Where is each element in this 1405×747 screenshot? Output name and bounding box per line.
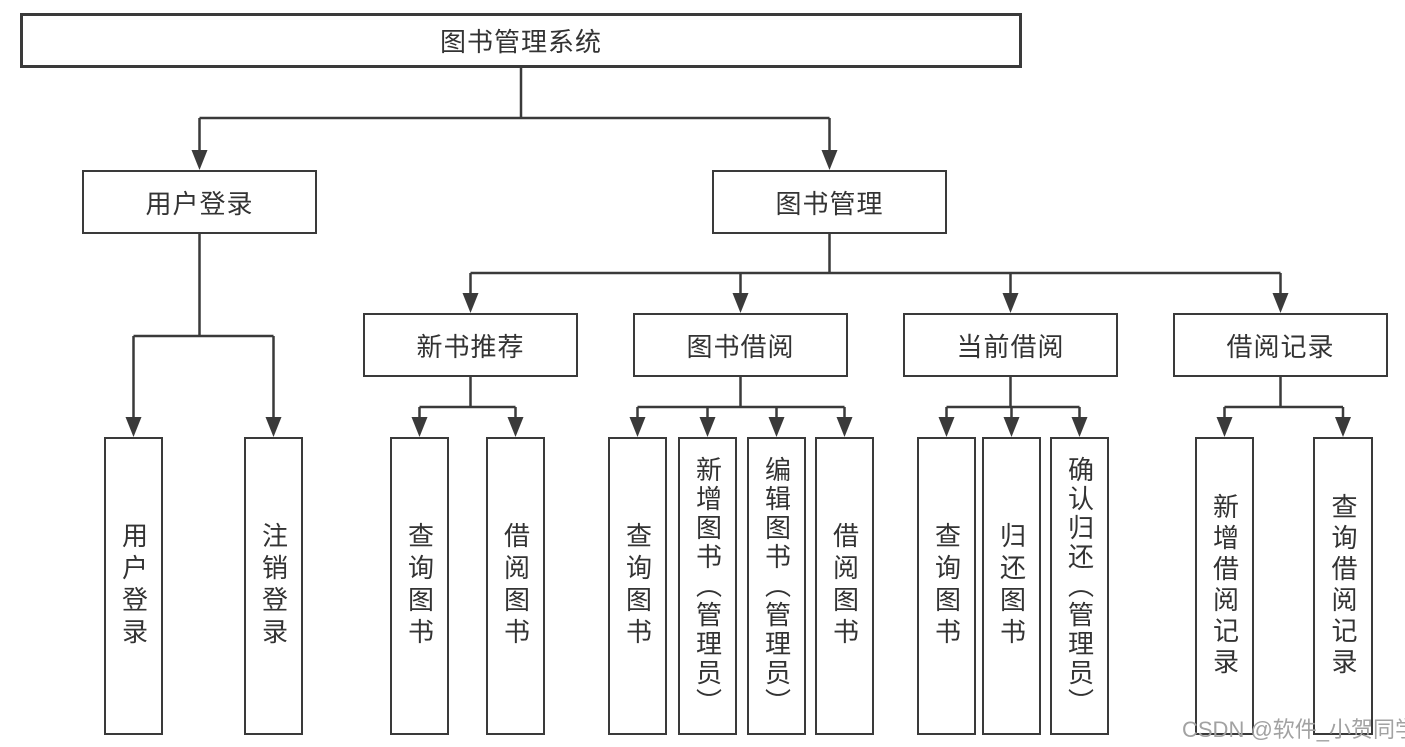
leaf-query-books-current: 查询图书 xyxy=(917,437,976,735)
node-root-label: 图书管理系统 xyxy=(439,27,602,57)
node-current-borrowing-label: 当前借阅 xyxy=(956,331,1065,362)
node-root: 图书管理系统 xyxy=(20,13,1022,68)
leaf-user-login: 用户登录 xyxy=(104,437,163,735)
node-book-borrowing: 图书借阅 xyxy=(633,313,848,377)
leaf-logout: 注销登录 xyxy=(244,437,303,735)
leaf-user-login-label: 用户登录 xyxy=(118,522,149,650)
leaf-confirm-return-admin-label: 确认归还（管理员） xyxy=(1064,455,1095,717)
node-new-book-recommendation-label: 新书推荐 xyxy=(416,331,525,362)
edges-root-to-level2 xyxy=(191,67,838,170)
leaf-query-books-borrowing: 查询图书 xyxy=(608,437,667,735)
edges-book-management-to-children xyxy=(462,234,1289,313)
node-user-login-label: 用户登录 xyxy=(145,188,254,219)
node-book-borrowing-label: 图书借阅 xyxy=(686,331,795,362)
leaf-logout-label: 注销登录 xyxy=(258,522,289,650)
leaf-confirm-return-admin: 确认归还（管理员） xyxy=(1050,437,1109,735)
leaf-add-book-admin: 新增图书（管理员） xyxy=(678,437,737,735)
leaf-borrow-books-borrowing: 借阅图书 xyxy=(815,437,874,735)
edges-borrowing-records-to-children xyxy=(1216,377,1351,437)
edges-current-borrowing-to-children xyxy=(938,377,1088,437)
node-current-borrowing: 当前借阅 xyxy=(903,313,1118,377)
node-borrowing-records-label: 借阅记录 xyxy=(1226,331,1335,362)
csdn-watermark: CSDN @软件_小贺同学 xyxy=(1182,717,1405,742)
leaf-return-books: 归还图书 xyxy=(982,437,1041,735)
leaf-borrow-books-recommend-label: 借阅图书 xyxy=(500,522,531,650)
edges-new-book-recommendation-to-children xyxy=(411,377,524,437)
node-borrowing-records: 借阅记录 xyxy=(1173,313,1388,377)
leaf-add-book-admin-label: 新增图书（管理员） xyxy=(692,455,723,717)
leaf-query-borrow-record: 查询借阅记录 xyxy=(1313,437,1373,735)
node-new-book-recommendation: 新书推荐 xyxy=(363,313,578,377)
edges-book-borrowing-to-children xyxy=(629,377,853,437)
leaf-query-books-recommend: 查询图书 xyxy=(390,437,449,735)
leaf-add-borrow-record: 新增借阅记录 xyxy=(1195,437,1254,735)
node-book-management: 图书管理 xyxy=(712,170,947,234)
leaf-edit-book-admin: 编辑图书（管理员） xyxy=(747,437,806,735)
node-book-management-label: 图书管理 xyxy=(775,188,884,219)
leaf-add-borrow-record-label: 新增借阅记录 xyxy=(1209,493,1240,679)
leaf-query-books-current-label: 查询图书 xyxy=(931,522,962,650)
edges-user-login-to-children xyxy=(125,234,282,437)
leaf-borrow-books-borrowing-label: 借阅图书 xyxy=(829,522,860,650)
leaf-query-borrow-record-label: 查询借阅记录 xyxy=(1328,493,1358,679)
leaf-query-books-borrowing-label: 查询图书 xyxy=(622,522,653,650)
node-user-login: 用户登录 xyxy=(82,170,317,234)
leaf-query-books-recommend-label: 查询图书 xyxy=(404,522,435,650)
leaf-borrow-books-recommend: 借阅图书 xyxy=(486,437,545,735)
leaf-edit-book-admin-label: 编辑图书（管理员） xyxy=(761,455,792,717)
leaf-return-books-label: 归还图书 xyxy=(996,522,1027,650)
